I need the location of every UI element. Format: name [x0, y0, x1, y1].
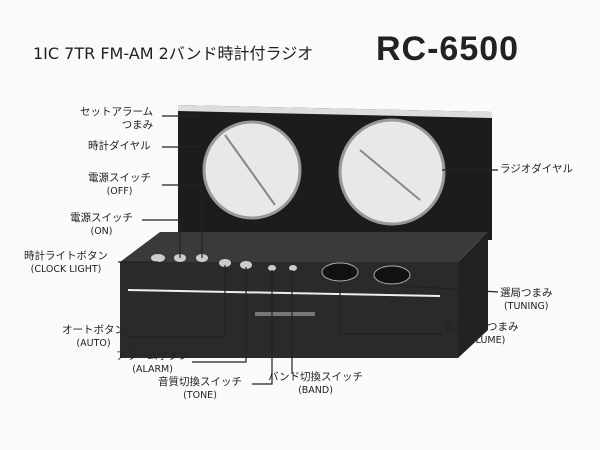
label-alarm: アラームボタン (ALARM) — [116, 350, 189, 376]
label-power-on: 電源スイッチ (ON) — [70, 212, 133, 238]
label-en: (VOLUME) — [458, 335, 506, 346]
label-en: (CLOCK LIGHT) — [30, 264, 102, 275]
label-tuning: 選局つまみ (TUNING) — [500, 287, 553, 313]
label-jp2: つまみ — [121, 119, 154, 131]
label-power-off: 電源スイッチ (OFF) — [88, 172, 151, 198]
model-number: RC-6500 — [376, 30, 520, 68]
label-jp: 音質切換スイッチ — [158, 376, 242, 388]
radio-dial — [338, 118, 446, 226]
label-jp: アラームボタン — [116, 350, 190, 362]
label-jp: 時計ダイヤル — [88, 140, 151, 152]
label-jp: ラジオダイヤル — [500, 163, 573, 175]
label-jp: 電源スイッチ — [70, 212, 133, 224]
volume-knob — [321, 262, 359, 282]
clock-dial — [202, 120, 302, 220]
base-top — [120, 232, 488, 262]
product-title: 1IC 7TR FM-AM 2バンド時計付ラジオ — [33, 44, 314, 63]
label-jp: バンド切換スイッチ — [268, 371, 364, 383]
label-jp: セットアラーム — [80, 106, 154, 118]
label-jp: 電源スイッチ — [88, 172, 151, 184]
label-tone: 音質切換スイッチ (TONE) — [158, 376, 242, 402]
label-en: (TONE) — [183, 390, 217, 401]
label-clock-dial: 時計ダイヤル — [88, 140, 151, 153]
label-en: (ON) — [90, 226, 113, 237]
label-jp: 時計ライトボタン — [24, 250, 108, 262]
label-band: バンド切換スイッチ (BAND) — [268, 371, 363, 397]
label-set-alarm-knob: セットアラームつまみ — [80, 106, 153, 132]
label-clock-light: 時計ライトボタン (CLOCK LIGHT) — [24, 250, 108, 276]
label-jp: 音量調整つまみ — [445, 321, 519, 333]
label-en: (OFF) — [106, 186, 133, 197]
label-jp: オートボタン — [62, 324, 125, 336]
tuning-knob — [373, 265, 411, 285]
label-en: (AUTO) — [76, 338, 111, 349]
label-en: (TUNING) — [503, 301, 549, 312]
label-volume: 音量調整つまみ (VOLUME) — [445, 321, 519, 347]
label-radio-dial: ラジオダイヤル — [500, 163, 573, 176]
label-en: (BAND) — [298, 385, 333, 396]
label-jp: 選局つまみ — [500, 287, 553, 299]
label-auto: オートボタン (AUTO) — [62, 324, 125, 350]
label-en: (ALARM) — [132, 364, 173, 375]
